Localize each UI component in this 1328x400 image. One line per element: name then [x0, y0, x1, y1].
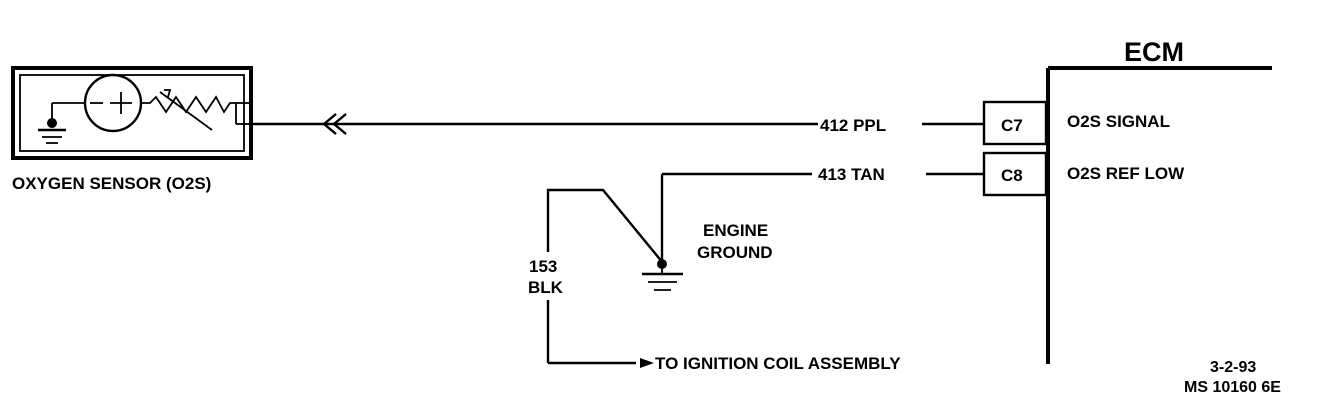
pin-box-c7 — [982, 100, 1048, 146]
pin-function-c8: O2S REF LOW — [1067, 164, 1185, 183]
wire-label-413: 413 TAN — [818, 165, 885, 184]
stamp-code: MS 10160 6E — [1184, 379, 1281, 396]
sensor-inner-box — [19, 74, 245, 152]
connector-chevron-icon — [322, 113, 347, 135]
ecm-module — [1046, 66, 1272, 364]
engine-ground-icon — [642, 259, 683, 291]
wire-number-153: 153 — [529, 257, 557, 276]
variable-resistor-icon — [141, 89, 236, 131]
ecm-title: ECM — [1124, 37, 1184, 67]
arrow-right-icon — [640, 358, 654, 368]
pin-function-c7: O2S SIGNAL — [1067, 112, 1170, 131]
ignition-destination-label: TO IGNITION COIL ASSEMBLY — [655, 354, 901, 373]
pin-box-c8 — [982, 151, 1048, 197]
pin-label-c8: C8 — [1001, 166, 1023, 185]
ground-label-line2: GROUND — [697, 243, 773, 262]
ground-label-line1: ENGINE — [703, 221, 768, 240]
sensor-outer-box — [11, 66, 253, 160]
oxygen-sensor — [11, 66, 253, 160]
sensor-label: OXYGEN SENSOR (O2S) — [12, 174, 211, 193]
wire-label-412: 412 PPL — [820, 116, 886, 135]
stamp-date: 3-2-93 — [1210, 359, 1256, 376]
pin-label-c7: C7 — [1001, 116, 1023, 135]
sensor-ground-icon — [38, 103, 66, 144]
wire-color-153: BLK — [528, 278, 564, 297]
sensor-cell-icon — [83, 73, 143, 133]
